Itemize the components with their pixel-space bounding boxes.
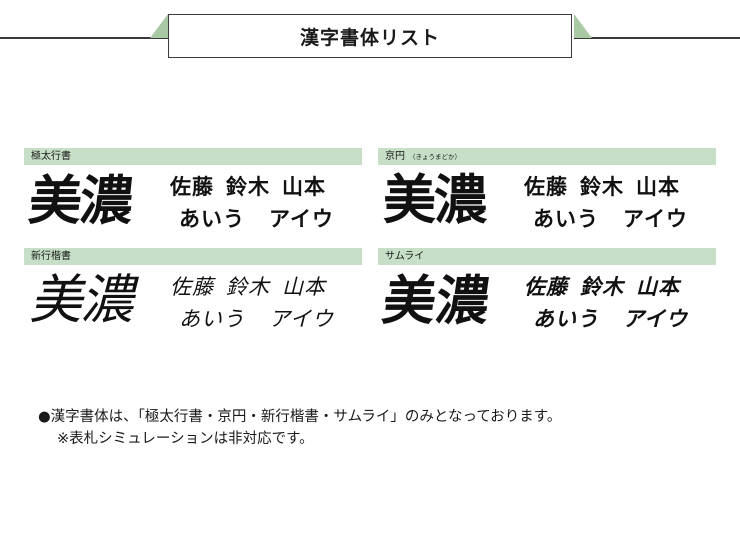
sample-names-line: 佐藤鈴木山本 bbox=[170, 271, 326, 301]
page-title-box: 漢字書体リスト bbox=[168, 14, 572, 58]
font-name: 京円 bbox=[385, 151, 405, 162]
sample-large-text: 美濃 bbox=[29, 270, 133, 331]
header-rule-right bbox=[574, 37, 740, 39]
font-panel-gokubuto-gyosho: 極太行書 美濃 佐藤鈴木山本 あいうアイウ bbox=[24, 148, 362, 242]
header-accent-left bbox=[150, 14, 168, 38]
sample-names-line: 佐藤鈴木山本 bbox=[524, 171, 680, 201]
font-sample: 美濃 佐藤鈴木山本 あいうアイウ bbox=[24, 265, 362, 339]
sample-katakana: アイウ bbox=[623, 207, 688, 231]
sample-name-sato: 佐藤 bbox=[524, 274, 568, 299]
sample-hiragana: あいう bbox=[179, 206, 245, 231]
page-title: 漢字書体リスト bbox=[299, 26, 440, 49]
sample-hiragana: あいう bbox=[533, 306, 599, 331]
sample-name-yamamoto: 山本 bbox=[282, 275, 326, 299]
font-panel-samurai: サムライ 美濃 佐藤鈴木山本 あいうアイウ bbox=[378, 248, 716, 342]
font-panel-shingyo-kaisho: 新行楷書 美濃 佐藤鈴木山本 あいうアイウ bbox=[24, 248, 362, 342]
font-name: サムライ bbox=[385, 251, 425, 262]
font-label-bar: 新行楷書 bbox=[24, 248, 362, 265]
font-name: 極太行書 bbox=[31, 151, 71, 162]
sample-name-suzuki: 鈴木 bbox=[226, 174, 270, 199]
sample-names-line: 佐藤鈴木山本 bbox=[170, 171, 326, 201]
sample-name-sato: 佐藤 bbox=[524, 175, 568, 199]
sample-name-sato: 佐藤 bbox=[170, 275, 214, 299]
sample-name-yamamoto: 山本 bbox=[282, 174, 326, 199]
font-label-bar: 極太行書 bbox=[24, 148, 362, 165]
sample-kana-line: あいうアイウ bbox=[179, 303, 334, 333]
font-sample: 美濃 佐藤鈴木山本 あいうアイウ bbox=[24, 165, 362, 239]
sample-katakana: アイウ bbox=[269, 307, 334, 331]
sample-name-sato: 佐藤 bbox=[170, 174, 214, 199]
font-sample: 美濃 佐藤鈴木山本 あいうアイウ bbox=[378, 265, 716, 339]
header-accent-right bbox=[574, 14, 592, 38]
sample-names-line: 佐藤鈴木山本 bbox=[524, 271, 680, 301]
header-rule-left bbox=[0, 37, 168, 39]
font-label-bar: サムライ bbox=[378, 248, 716, 265]
notes-block: ●漢字書体は、「極太行書・京円・新行楷書・サムライ」のみとなっております。 ※表… bbox=[38, 406, 561, 450]
sample-katakana: アイウ bbox=[623, 306, 688, 331]
sample-name-yamamoto: 山本 bbox=[636, 274, 680, 299]
sample-large-text: 美濃 bbox=[25, 170, 135, 232]
sample-large-text: 美濃 bbox=[378, 270, 494, 332]
note-simulation-unsupported: ※表札シミュレーションは非対応です。 bbox=[57, 431, 314, 447]
sample-name-suzuki: 鈴木 bbox=[226, 275, 270, 299]
font-reading: （きょうまどか） bbox=[409, 153, 461, 161]
sample-katakana: アイウ bbox=[269, 206, 334, 231]
sample-hiragana: あいう bbox=[533, 207, 599, 231]
font-label-bar: 京円 （きょうまどか） bbox=[378, 148, 716, 165]
sample-name-suzuki: 鈴木 bbox=[580, 274, 624, 299]
sample-name-suzuki: 鈴木 bbox=[580, 175, 624, 199]
font-name: 新行楷書 bbox=[31, 251, 71, 262]
font-panel-kyoen: 京円 （きょうまどか） 美濃 佐藤鈴木山本 あいうアイウ bbox=[378, 148, 716, 242]
sample-hiragana: あいう bbox=[179, 307, 245, 331]
sample-kana-line: あいうアイウ bbox=[179, 203, 334, 233]
sample-kana-line: あいうアイウ bbox=[533, 203, 688, 233]
note-fonts-available: ●漢字書体は、「極太行書・京円・新行楷書・サムライ」のみとなっております。 bbox=[38, 409, 562, 425]
sample-name-yamamoto: 山本 bbox=[636, 175, 680, 199]
font-sample: 美濃 佐藤鈴木山本 あいうアイウ bbox=[378, 165, 716, 239]
sample-kana-line: あいうアイウ bbox=[533, 303, 688, 333]
sample-large-text: 美濃 bbox=[383, 170, 487, 231]
